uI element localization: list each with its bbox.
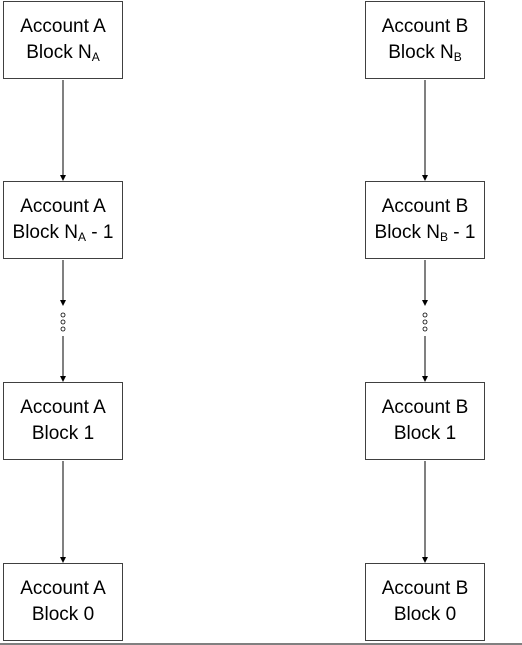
- block-account-label: Account B: [381, 16, 469, 37]
- block-account-label: Account A: [20, 196, 106, 217]
- block-account-b-n-minus-1: Account B Block NB - 1: [365, 181, 485, 259]
- block-number-label: Block 1: [393, 423, 457, 444]
- block-account-label: Account A: [20, 16, 106, 37]
- ellipsis-icon-b: [422, 312, 428, 332]
- block-account-a-n-minus-1: Account A Block NA - 1: [3, 181, 123, 259]
- block-number-label: Block 0: [393, 604, 457, 625]
- block-number-label: Block 0: [31, 604, 95, 625]
- block-number-label: Block NB - 1: [374, 222, 476, 244]
- block-number-label: Block 1: [31, 423, 95, 444]
- block-account-a-0: Account A Block 0: [3, 563, 123, 641]
- block-account-label: Account A: [20, 578, 106, 599]
- block-account-label: Account A: [20, 397, 106, 418]
- block-account-b-n: Account B Block NB: [365, 1, 485, 79]
- ellipsis-icon-a: [60, 312, 66, 332]
- block-account-a-n: Account A Block NA: [3, 1, 123, 79]
- block-account-b-1: Account B Block 1: [365, 382, 485, 460]
- block-account-label: Account B: [381, 578, 469, 599]
- block-number-label: Block NA: [26, 42, 100, 64]
- block-number-label: Block NB: [388, 42, 462, 64]
- block-account-b-0: Account B Block 0: [365, 563, 485, 641]
- block-account-a-1: Account A Block 1: [3, 382, 123, 460]
- block-account-label: Account B: [381, 397, 469, 418]
- block-number-label: Block NA - 1: [12, 222, 114, 244]
- block-account-label: Account B: [381, 196, 469, 217]
